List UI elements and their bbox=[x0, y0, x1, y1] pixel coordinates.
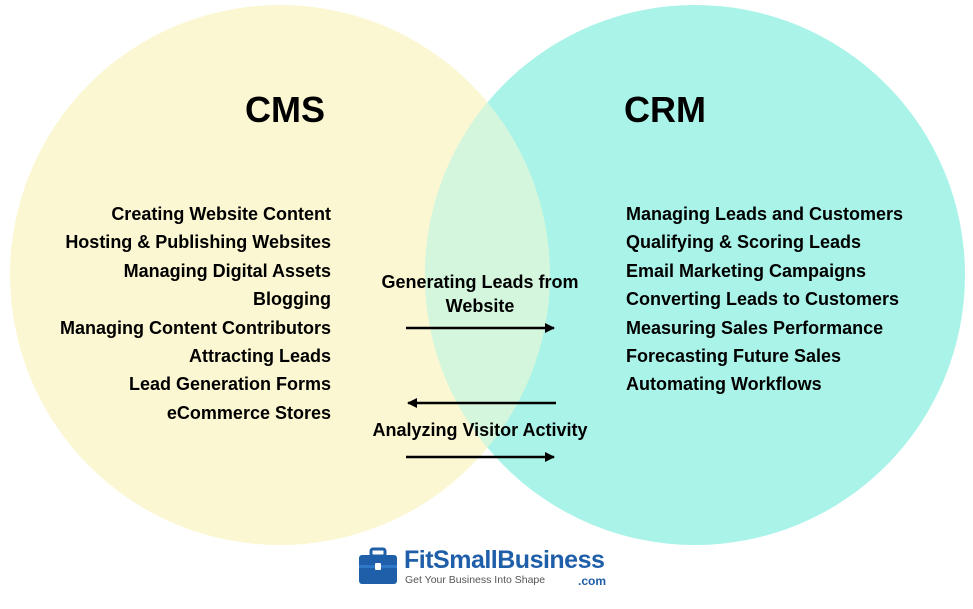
crm-item: Managing Leads and Customers bbox=[626, 204, 904, 224]
logo-suffix: .com bbox=[578, 574, 607, 588]
cms-item: Blogging bbox=[253, 289, 331, 310]
cms-item: Managing Digital Assets bbox=[123, 260, 331, 281]
cms-item: Lead Generation Forms bbox=[128, 374, 331, 395]
cms-item: eCommerce Stores bbox=[166, 402, 331, 423]
crm-function-list: Managing Leads and Customers Qualifying … bbox=[626, 200, 903, 399]
crm-circle bbox=[425, 5, 965, 545]
cms-item: Managing Content Contributors bbox=[60, 317, 331, 338]
cms-item: Hosting & Publishing Websites bbox=[65, 232, 331, 253]
crm-item: Automating Workflows bbox=[626, 374, 822, 395]
crm-item: Forecasting Future Sales bbox=[626, 345, 842, 366]
crm-title: CRM bbox=[624, 89, 706, 130]
generating-leads-label: Generating Leads from Website bbox=[381, 272, 579, 316]
briefcase-icon bbox=[359, 547, 397, 584]
logo-wordmark: FitSmallBusiness bbox=[404, 546, 605, 574]
logo-tagline: Get Your Business Into Shape bbox=[405, 574, 546, 586]
cms-circle bbox=[10, 5, 550, 545]
fitsmallbusiness-logo: FitSmallBusiness Get Your Business Into … bbox=[358, 546, 608, 590]
cms-function-list: Creating Website Content Hosting & Publi… bbox=[60, 200, 331, 427]
cms-title: CMS bbox=[245, 89, 325, 130]
crm-item: Email Marketing Campaigns bbox=[626, 260, 867, 281]
cms-item: Creating Website Content bbox=[111, 204, 331, 224]
analyzing-activity-label: Analyzing Visitor Activity bbox=[372, 420, 588, 440]
crm-item: Converting Leads to Customers bbox=[626, 289, 900, 310]
cms-item: Attracting Leads bbox=[188, 345, 331, 366]
crm-item: Qualifying & Scoring Leads bbox=[626, 232, 862, 253]
crm-item: Measuring Sales Performance bbox=[626, 317, 884, 338]
